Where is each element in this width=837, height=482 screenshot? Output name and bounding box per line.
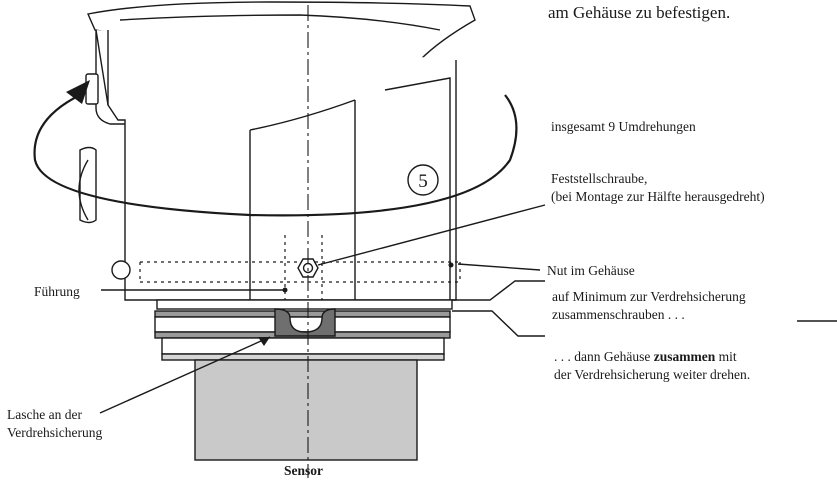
side-knob bbox=[79, 146, 97, 224]
turns-label: insgesamt 9 Umdrehungen bbox=[551, 119, 696, 134]
minimum-label-2: zusammenschrauben . . . bbox=[552, 307, 685, 322]
groove-label: Nut im Gehäuse bbox=[547, 263, 635, 278]
minimum-label-1: auf Minimum zur Verdrehsicherung bbox=[552, 289, 746, 304]
then-suffix: mit bbox=[715, 349, 737, 364]
tab-drawing bbox=[274, 308, 336, 337]
then-turn-label-1: . . . dann Gehäuse zusammen mit bbox=[554, 348, 737, 365]
callout-number: 5 bbox=[418, 171, 428, 192]
housing-body bbox=[95, 29, 457, 301]
sensor-body bbox=[194, 359, 418, 461]
rotation-arrow bbox=[33, 94, 518, 217]
housing-groove bbox=[139, 235, 461, 300]
tab-label-2: Verdrehsicherung bbox=[7, 425, 103, 440]
tab-label-1: Lasche an der bbox=[7, 407, 82, 422]
then-prefix: . . . dann Gehäuse bbox=[554, 349, 654, 364]
callout-5 bbox=[407, 164, 439, 196]
locking-screw-label-2: (bei Montage zur Hälfte herausgedreht) bbox=[551, 189, 765, 204]
sensor-label: Sensor bbox=[284, 463, 324, 478]
then-bold: zusammen bbox=[653, 349, 716, 364]
guide-label: Führung bbox=[34, 284, 80, 299]
top-text: am Gehäuse zu befestigen. bbox=[548, 3, 731, 22]
locking-screw-label-1: Feststellschraube, bbox=[551, 171, 648, 186]
ring-top bbox=[156, 299, 453, 310]
then-turn-label-2: der Verdrehsicherung weiter drehen. bbox=[554, 367, 751, 382]
